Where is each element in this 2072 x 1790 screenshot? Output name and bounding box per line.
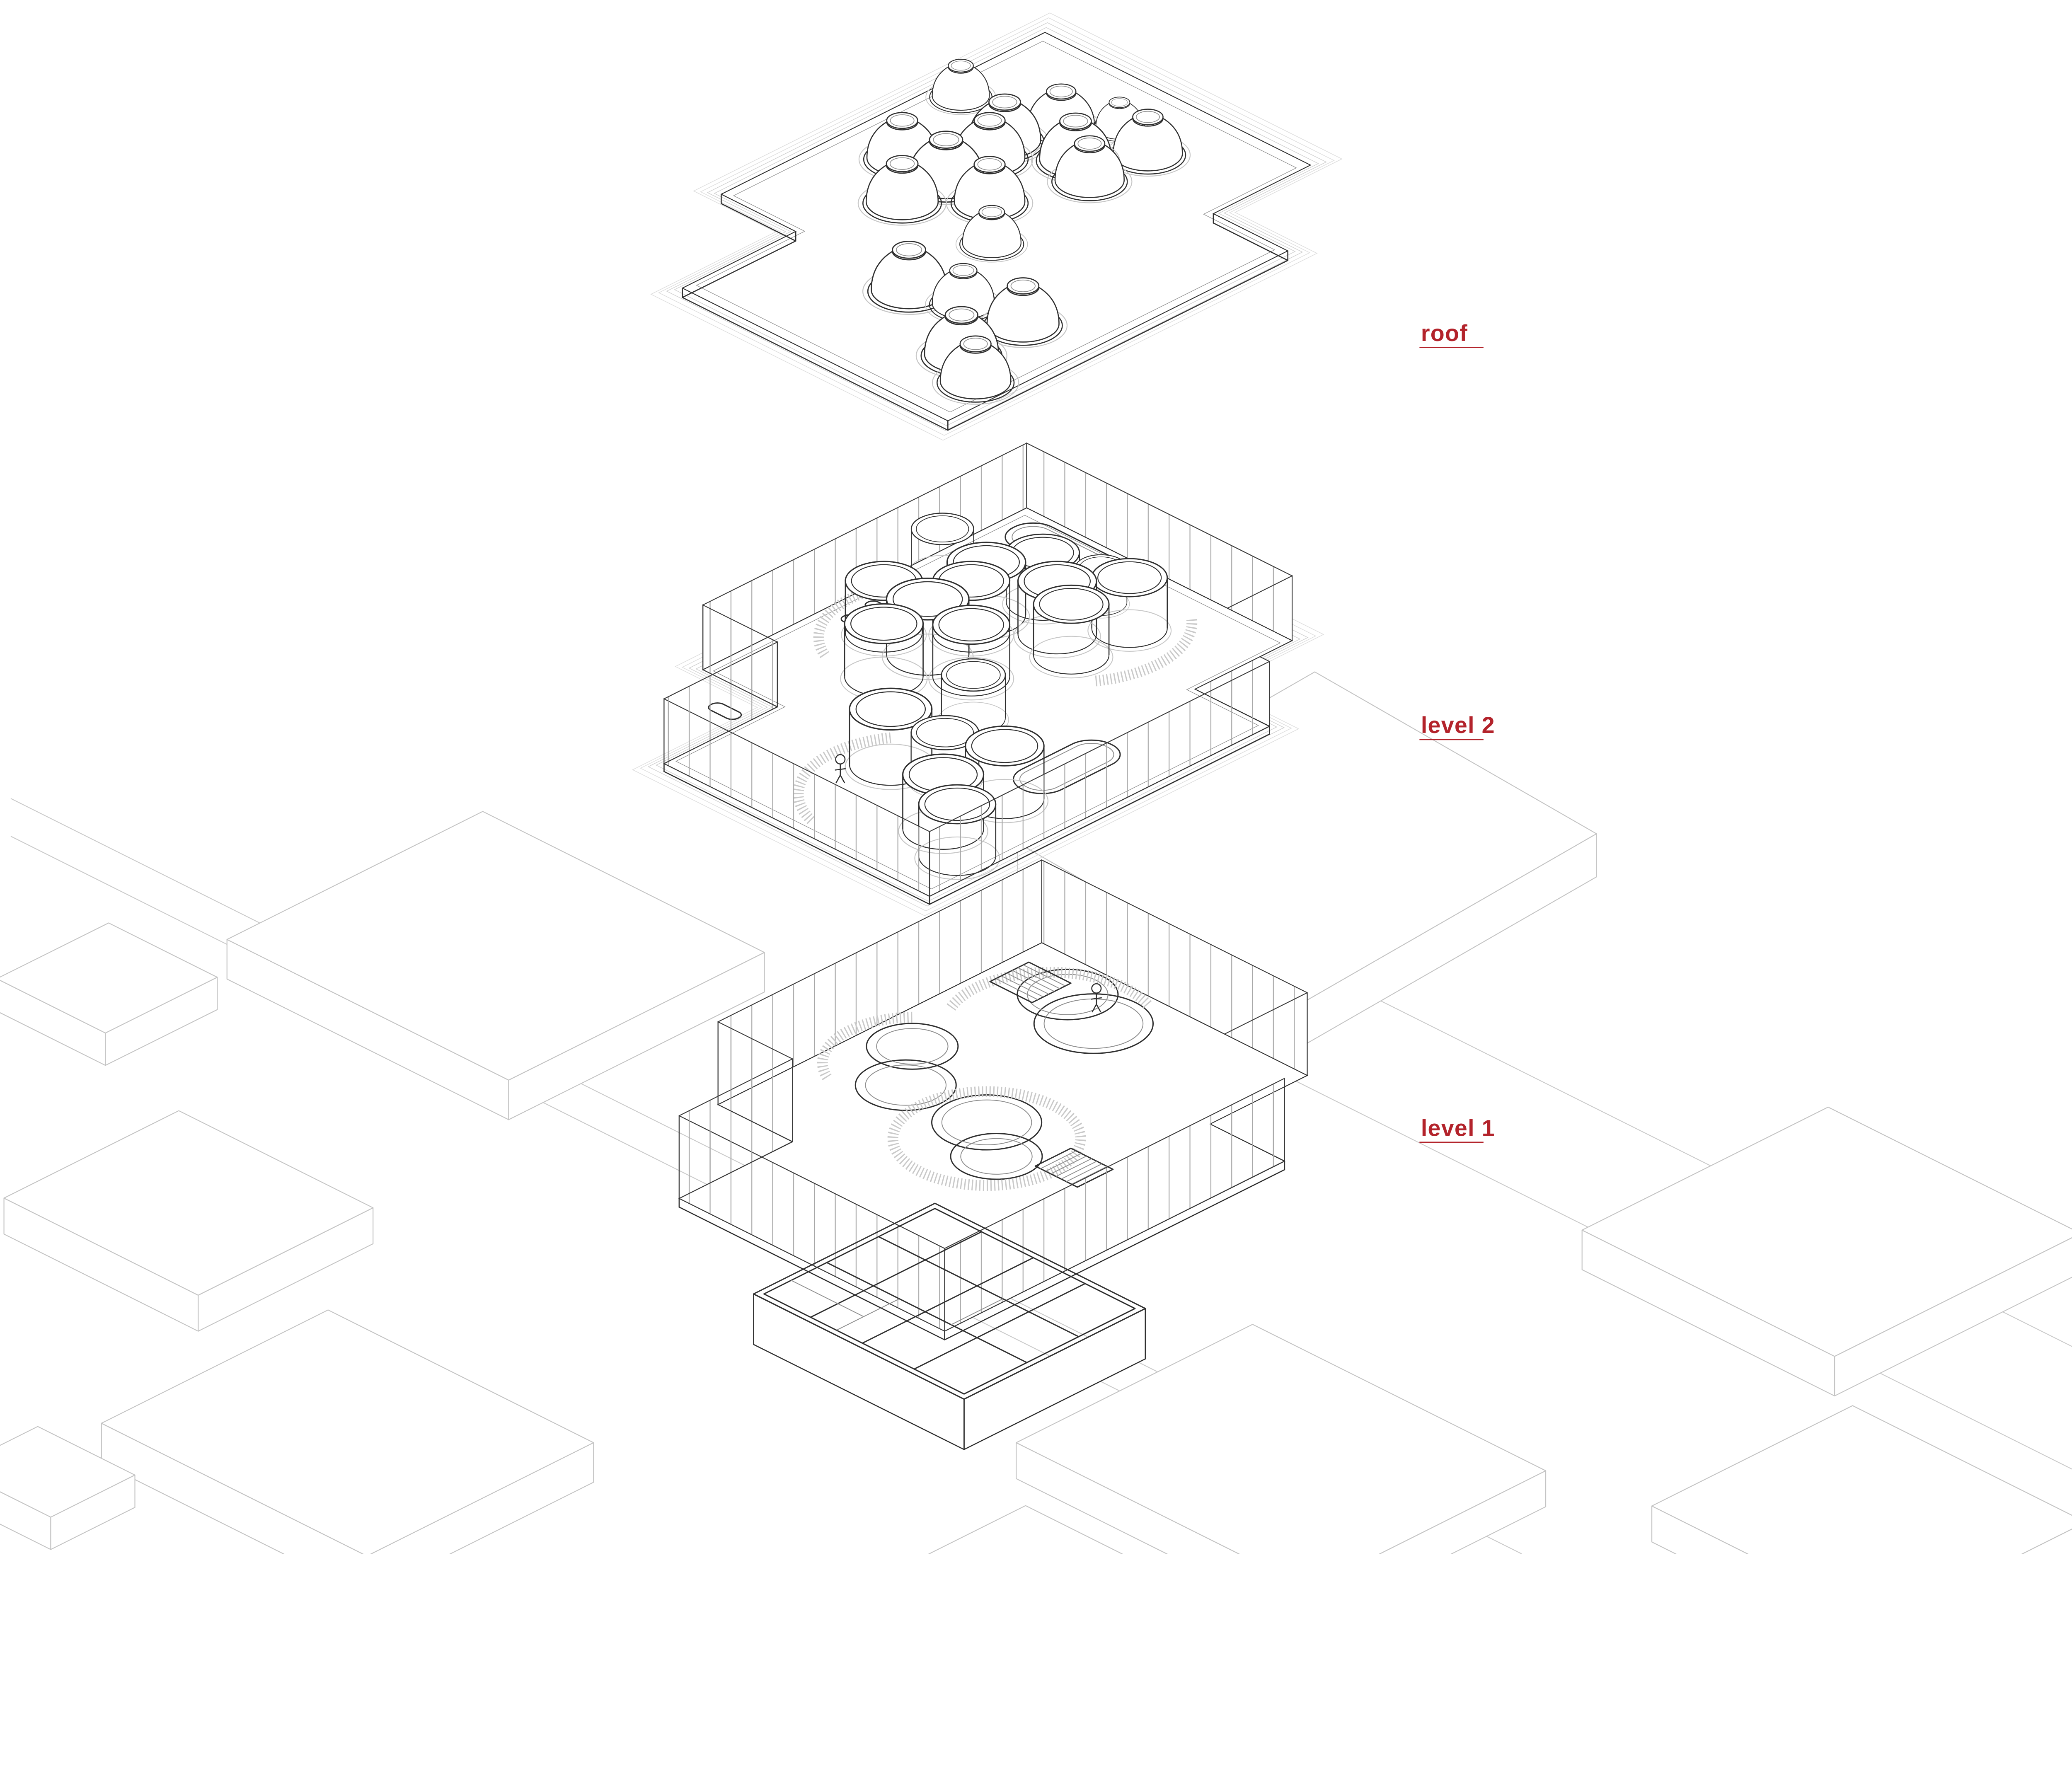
level-2-front-glass-walls (663, 604, 1270, 905)
context-block (1581, 1106, 2072, 1397)
level-2-label: level 2 (1421, 712, 1495, 738)
context-block (3, 1110, 374, 1332)
diagram-canvas: roof level 2 level 1 (0, 12, 2072, 1554)
context-block (928, 1505, 1123, 1554)
context-block (226, 811, 765, 1120)
roof-drawing (569, 12, 1424, 441)
level-1-label: level 1 (1421, 1115, 1495, 1141)
level-1-drawing (604, 859, 1382, 1450)
context-block (1651, 1405, 2072, 1554)
context-buildings (0, 671, 2072, 1554)
level-labels: roof level 2 level 1 (1419, 320, 1495, 1143)
cloud-pit-south (886, 1084, 1097, 1189)
stair-north (990, 962, 1071, 1003)
context-block (101, 1309, 594, 1554)
exploded-axonometric-diagram: roof level 2 level 1 (0, 12, 2072, 1554)
context-block (0, 922, 218, 1066)
roof-plate-thickness (682, 194, 1288, 431)
context-block (1016, 1324, 1547, 1554)
roof-label: roof (1421, 320, 1468, 346)
context-block (0, 1426, 136, 1550)
level-1-front-glass-walls (678, 1021, 1285, 1340)
level-1-floor (604, 942, 1382, 1332)
cloud-pit-west (802, 1014, 1016, 1121)
level-2-drawing (550, 442, 1406, 917)
level-1-grid-annex (754, 1203, 1145, 1450)
